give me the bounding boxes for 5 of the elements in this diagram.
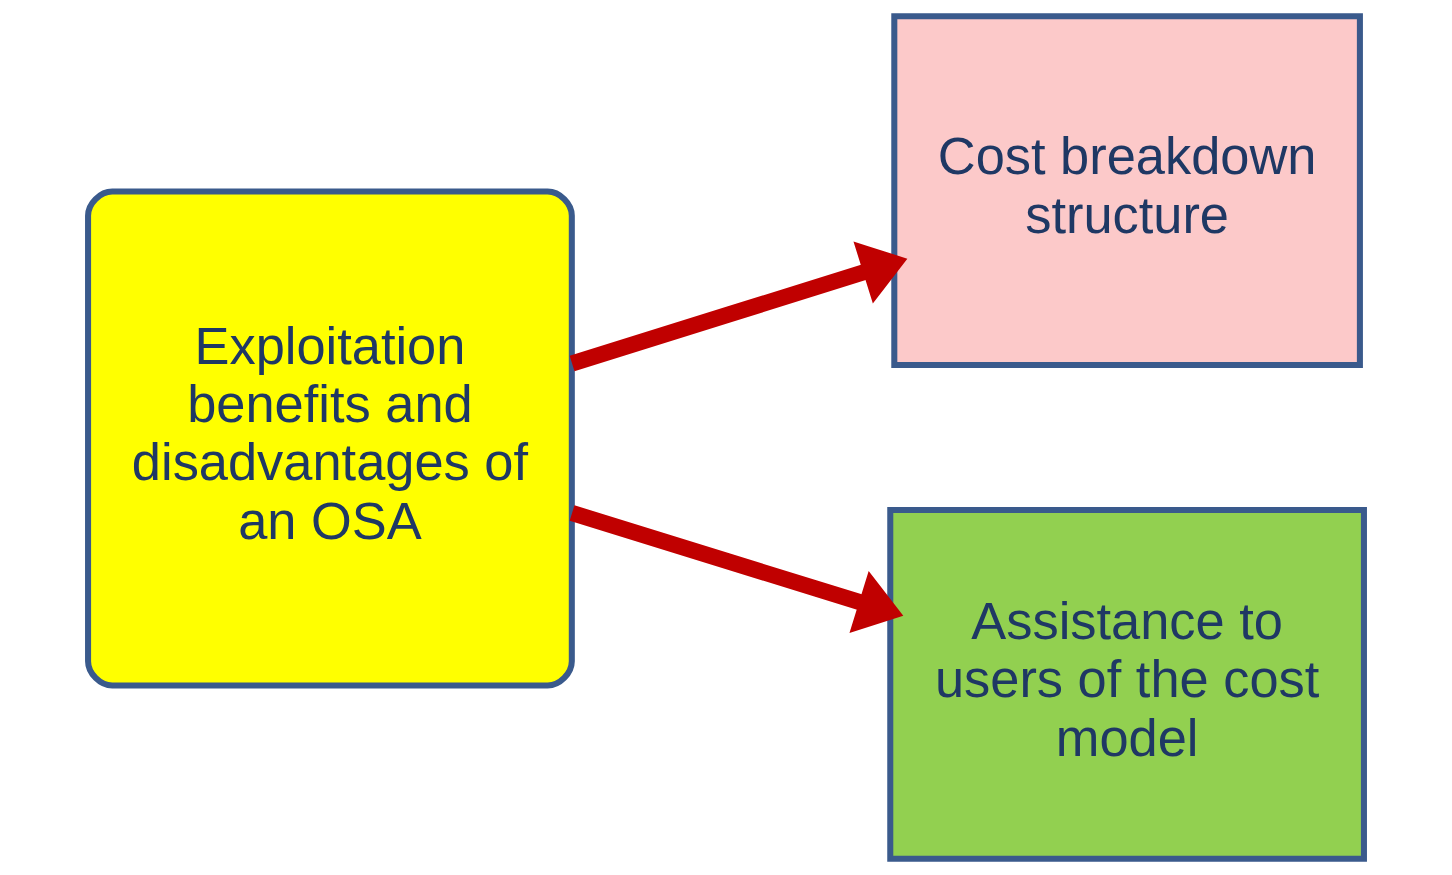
arrow [569,241,908,372]
arrow [569,505,904,633]
node-box: Exploitation benefits and disadvantages of an OSA [85,188,575,689]
node-box: Assistance to users of the cost model [887,507,1367,862]
node-box: Cost breakdown structure [891,13,1363,368]
